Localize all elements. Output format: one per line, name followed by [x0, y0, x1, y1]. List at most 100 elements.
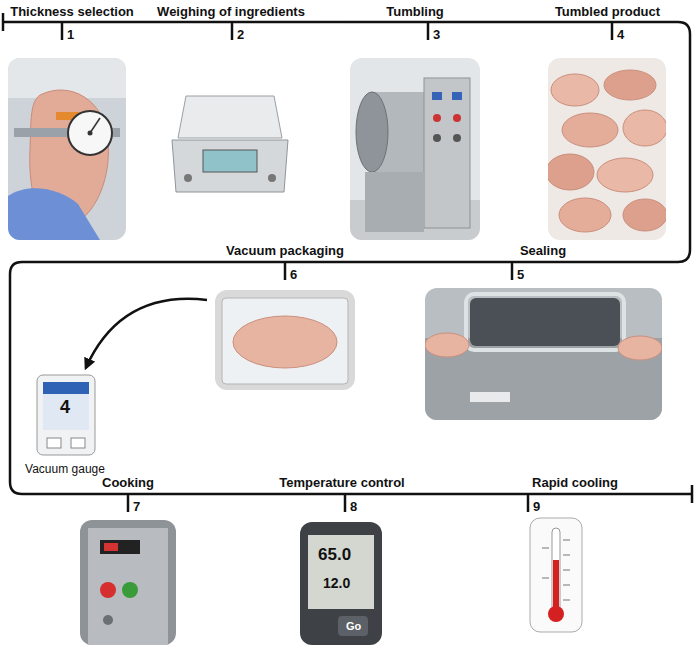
flow-tick — [527, 494, 530, 512]
illustration-part — [563, 555, 570, 556]
flow-tick — [284, 262, 287, 280]
flow-tick — [344, 494, 347, 512]
flow-start-tick — [2, 13, 5, 31]
illustration-part — [470, 298, 620, 346]
illustration-part — [178, 96, 282, 138]
flow-segment — [513, 493, 637, 496]
illustration-part — [100, 540, 140, 554]
step-number: 3 — [433, 27, 440, 42]
illustration-part — [338, 616, 368, 636]
step-title: Thickness selection — [3, 4, 141, 19]
flow-segment — [420, 261, 666, 264]
illustration-part — [222, 298, 348, 384]
illustration-part — [71, 438, 85, 448]
flow-segment — [343, 21, 487, 24]
illustration-part — [424, 78, 470, 228]
illustration-part — [551, 74, 599, 106]
step-number: 9 — [533, 499, 540, 514]
illustration-part — [68, 111, 112, 155]
illustration-part — [623, 110, 666, 146]
illustration-part — [466, 294, 624, 350]
illustration-part — [215, 290, 355, 390]
flow-end-segment — [637, 493, 692, 496]
flow-tick — [427, 22, 430, 40]
step-node: Tumbling 3 — [343, 4, 487, 242]
tumbler-photo — [350, 58, 480, 240]
display-text: Go — [346, 620, 361, 632]
flow-connector — [487, 21, 543, 24]
illustration-part — [432, 92, 442, 100]
illustration-part — [563, 600, 570, 601]
illustration-part — [453, 134, 461, 142]
step-number: 6 — [290, 267, 297, 282]
flow-segment — [3, 21, 141, 24]
illustration-part — [563, 540, 570, 541]
tumbled-product-photo — [548, 58, 666, 240]
illustration-part — [90, 118, 100, 133]
step-title: Vacuum packaging — [210, 243, 360, 258]
flow-segment — [265, 493, 419, 496]
flow-segment — [543, 21, 672, 24]
illustration-part — [8, 58, 126, 240]
step-title: Tumbled product — [543, 4, 672, 19]
step-title: Temperature control — [265, 475, 419, 490]
illustration-part — [530, 518, 582, 632]
sealer-photo — [425, 288, 662, 420]
step-node: Vacuum gauge — [13, 372, 117, 476]
thickness-photo — [8, 58, 126, 240]
illustration-part — [80, 520, 176, 645]
flow-connector — [666, 22, 690, 262]
illustration-part — [8, 188, 100, 240]
display-text: 12.0 — [323, 575, 350, 591]
illustration-part — [37, 375, 95, 455]
flow-connector — [86, 299, 207, 368]
step-node: Weighing of ingredients 2 — [144, 4, 318, 198]
illustration-part — [597, 158, 653, 192]
step-node: Vacuum packaging 6 — [210, 243, 360, 392]
display-text: 4 — [60, 397, 70, 418]
illustration-part — [559, 198, 611, 232]
illustration-part — [470, 392, 510, 402]
step-title: Cooking — [76, 475, 180, 490]
step-node: Thickness selection 1 — [3, 4, 141, 242]
step-number: 1 — [67, 27, 74, 42]
illustration-part — [453, 114, 461, 122]
illustration-part — [43, 382, 89, 394]
vacuum-pack-photo — [215, 290, 355, 390]
step-title: Weighing of ingredients — [144, 4, 318, 19]
flow-end-tick — [691, 485, 694, 503]
flow-connector — [419, 493, 513, 496]
illustration-part — [356, 92, 388, 172]
illustration-part — [47, 438, 61, 448]
illustration-part — [350, 58, 480, 240]
flow-connector — [180, 493, 265, 496]
step-number: 7 — [133, 499, 140, 514]
step-number: 5 — [517, 267, 524, 282]
illustration-part — [300, 522, 382, 645]
flow-tick — [231, 22, 234, 40]
flow-connector — [360, 261, 420, 264]
illustration-part — [604, 70, 656, 100]
step-number: 4 — [617, 27, 624, 42]
thermometer-icon — [530, 518, 582, 632]
illustration-part — [562, 113, 618, 147]
illustration-part — [43, 394, 89, 430]
flow-tick — [511, 262, 514, 280]
illustration-part — [172, 140, 288, 192]
step-title: Tumbling — [343, 4, 487, 19]
illustration-part — [103, 615, 113, 625]
illustration-part — [548, 606, 564, 622]
illustration-part — [553, 560, 559, 612]
illustration-part — [542, 578, 549, 579]
illustration-part — [433, 134, 441, 142]
flow-tick — [611, 22, 614, 40]
step-title: Vacuum gauge — [13, 462, 117, 476]
display-text: 65.0 — [318, 545, 351, 565]
illustration-part — [623, 199, 666, 231]
illustration-part — [433, 114, 441, 122]
illustration-part — [548, 58, 666, 240]
step-number: 2 — [237, 27, 244, 42]
scale-photo — [172, 96, 288, 192]
step-title: Sealing — [420, 243, 666, 258]
illustration-part — [104, 543, 118, 551]
